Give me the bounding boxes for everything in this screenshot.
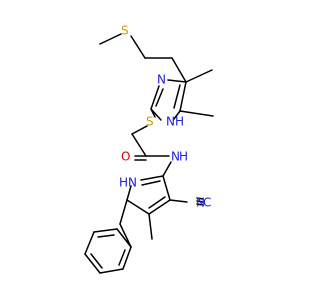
bond-ch2-c4: [171, 57, 187, 83]
bond-ph-2: [99, 268, 124, 274]
bond-c4-c5: [179, 81, 187, 112]
bond-c5p-n1: [126, 185, 132, 201]
atom-label-n-amide: N: [171, 150, 180, 164]
atom-label-h-amide: H: [179, 150, 188, 164]
bond-c4-c5-double: [173, 84, 181, 109]
atom-label-c-nitrile: C: [203, 196, 211, 210]
bond-nh-pyrrole: [162, 161, 172, 177]
bond-ph-1: [122, 246, 132, 270]
atom-label-s-thioether: S: [146, 115, 154, 129]
atom-label-o-carbonyl: O: [121, 150, 130, 164]
bond-ph-4: [84, 231, 95, 255]
bond-ch3-s1: [99, 33, 122, 45]
bond-c2-n3-double: [155, 88, 164, 107]
bond-s2-ch2: [131, 125, 148, 135]
bond-triple-a: [196, 200, 204, 203]
structure-drawing: S S N NH O N H HN N C: [84, 24, 214, 274]
bond-ch2-carbonyl: [131, 133, 147, 157]
bond-c2-c3: [162, 175, 171, 201]
bond-ph-3: [84, 253, 101, 274]
atom-label-s-methylthio: S: [121, 24, 129, 38]
bond-ph-inner-3: [97, 234, 115, 238]
bond-c4-methyl: [185, 69, 213, 83]
bond-c3-c4: [148, 199, 171, 215]
bond-n1-c2: [140, 175, 164, 181]
atom-label-n-imidazole: N: [157, 73, 166, 87]
bond-ch2-phenyl: [119, 223, 132, 248]
bond-c5p-ch2: [119, 199, 128, 225]
bond-c5-methyl: [179, 110, 214, 117]
bond-ph-5: [93, 228, 118, 233]
bond-c4-methyl-pyrrole: [148, 213, 153, 240]
bond-s1-ch2: [130, 35, 146, 59]
bond-c2-n3: [150, 85, 160, 110]
bond-ph-6: [116, 228, 132, 248]
bond-ph-inner-1: [118, 249, 126, 266]
atom-label-hn-pyrrole: HN: [119, 176, 137, 190]
bond-c5-nh: [173, 110, 181, 120]
molecule-diagram: S S N NH O N H HN N C: [84, 24, 214, 274]
bond-c3-c4-double: [148, 196, 166, 209]
bond-c4-c5p: [126, 199, 150, 215]
bond-c2-n1-double: [141, 180, 161, 186]
bond-c3-cn: [169, 199, 188, 203]
bond-triple-c: [196, 197, 204, 200]
bond-ph-inner-2: [90, 253, 103, 269]
bond-triple-b: [196, 203, 204, 206]
atom-label-n-nitrile: N: [196, 196, 205, 210]
bond-c2-s2: [150, 108, 156, 118]
atom-label-nh-imidazole: NH: [166, 115, 184, 129]
bond-n3-c4: [167, 79, 187, 83]
